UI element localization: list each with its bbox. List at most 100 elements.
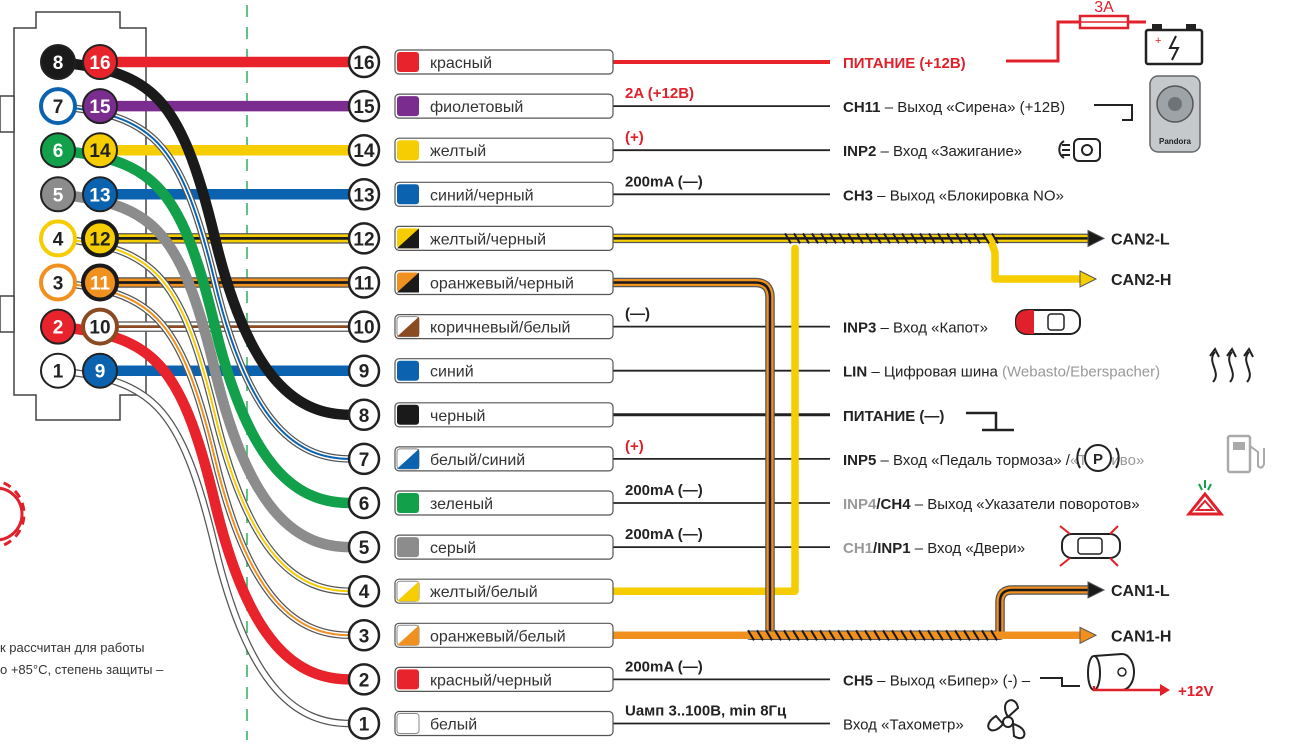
label-box	[394, 358, 614, 384]
row-pin-circle	[347, 398, 381, 432]
beeper-icon: +12V	[1040, 653, 1213, 700]
label-box	[394, 137, 614, 163]
connector-pin-9: 9	[82, 352, 118, 389]
wire-row-9: 9 синий	[347, 354, 614, 387]
signal-inp1: CH1/INP1 – Вход «Двери»	[843, 540, 1025, 557]
ground-icon	[966, 411, 1014, 432]
row-pin-number: 3	[359, 626, 370, 647]
row-pin-number: 13	[353, 185, 374, 206]
wire-spec: (—)	[625, 306, 650, 323]
label-box	[394, 534, 614, 560]
hazard-icon	[1185, 480, 1225, 516]
connector-pin-13: 13	[82, 176, 118, 213]
row-pin-circle	[347, 663, 381, 696]
row-pin-circle	[347, 530, 381, 564]
wire-spec: Uамп 3..100В, min 8Гц	[625, 703, 787, 720]
note-line-1: к рассчитан для работы	[0, 640, 144, 655]
wire-row-6: 6 зеленый 200mA (—)	[347, 482, 703, 520]
svg-text:1: 1	[53, 362, 64, 383]
row-pin-number: 9	[359, 362, 370, 383]
wire-can2h	[986, 234, 1084, 283]
signal-inp3: INP3 – Вход «Капот»	[843, 320, 988, 337]
connector-pin-16: 16	[82, 44, 118, 80]
wire-color-label: серый	[430, 540, 476, 557]
row-pin-circle	[347, 619, 381, 652]
wire-color-label: коричневый/белый	[430, 320, 571, 337]
label-box	[394, 446, 614, 472]
label-box	[394, 490, 614, 516]
row-pin-circle	[347, 707, 381, 740]
signal-ground: ПИТАНИЕ (—)	[843, 408, 944, 425]
signal-ch4: INP4/CH4 – Выход «Указатели поворотов»	[843, 496, 1140, 513]
svg-text:9: 9	[95, 362, 106, 383]
wire-pin-2	[52, 321, 356, 685]
wire-color-label: красный/черный	[430, 672, 552, 689]
battery-icon: +	[1144, 24, 1204, 66]
warning-mark	[0, 479, 26, 549]
svg-text:2: 2	[53, 318, 64, 339]
wire-color-label: синий/черный	[430, 187, 534, 204]
wire-color-label: зеленый	[430, 496, 493, 513]
svg-text:13: 13	[89, 185, 110, 206]
right-side-wires	[608, 60, 1106, 725]
wire-spec: (+)	[625, 438, 644, 455]
label-box	[394, 314, 614, 340]
wire-pin-1	[54, 366, 354, 728]
wire-spec: 200mA (—)	[625, 482, 703, 499]
signal-descriptions: ПИТАНИЕ (+12B) CH11 – Выход «Сирена» (+12…	[843, 55, 1160, 734]
heater-arrows-icon	[1209, 347, 1254, 383]
fuse-label: 3A	[1094, 0, 1114, 16]
connector-pin-3: 3	[39, 263, 77, 302]
color-swatch	[397, 360, 419, 381]
wire-pin-7	[54, 102, 354, 463]
color-swatch	[397, 52, 419, 72]
svg-text:10: 10	[89, 318, 110, 339]
car-door-icon	[1059, 525, 1121, 567]
color-swatch	[397, 669, 419, 690]
wire-color-label: желтый/черный	[430, 231, 546, 248]
svg-text:8: 8	[53, 53, 64, 74]
label-box	[394, 402, 614, 428]
color-swatch	[397, 184, 419, 205]
wire-pin-4	[54, 234, 354, 595]
svg-text:7: 7	[53, 97, 64, 118]
row-pin-number: 6	[359, 494, 370, 515]
signal-power: ПИТАНИЕ (+12B)	[843, 55, 966, 72]
signal-tacho: Вход «Тахометр»	[843, 717, 964, 734]
siren-icon: Pandora	[1094, 75, 1201, 153]
connector-latch-bottom	[0, 295, 15, 333]
row-pin-circle	[347, 486, 381, 520]
label-box	[394, 225, 614, 251]
svg-text:16: 16	[89, 53, 110, 74]
row-pin-circle	[347, 310, 381, 343]
color-swatch	[397, 96, 419, 117]
wire-color-label: белый	[430, 717, 477, 734]
label-box	[394, 269, 614, 296]
color-swatch	[397, 404, 419, 425]
can2h-label: CAN2-H	[1111, 272, 1171, 289]
row-pin-circle	[347, 133, 381, 167]
row-pin-circle	[347, 45, 381, 79]
signal-ch11: CH11 – Выход «Сирена» (+12В)	[843, 99, 1065, 116]
wire-color-label: фиолетовый	[430, 99, 523, 116]
label-box	[394, 93, 614, 119]
plus12v-label: +12V	[1178, 683, 1213, 700]
siren-brand: Pandora	[1159, 137, 1192, 146]
twist-marks	[747, 232, 999, 641]
wire-paths	[52, 56, 356, 728]
wire-spec: 200mA (—)	[625, 526, 703, 543]
connector-pin-11: 11	[81, 263, 119, 302]
wire-color-label: синий	[430, 364, 474, 381]
wire-pin-3	[54, 278, 354, 640]
row-pin-circle	[347, 266, 381, 299]
row-pin-circle	[347, 574, 381, 608]
arrow-can1l	[1087, 581, 1106, 599]
